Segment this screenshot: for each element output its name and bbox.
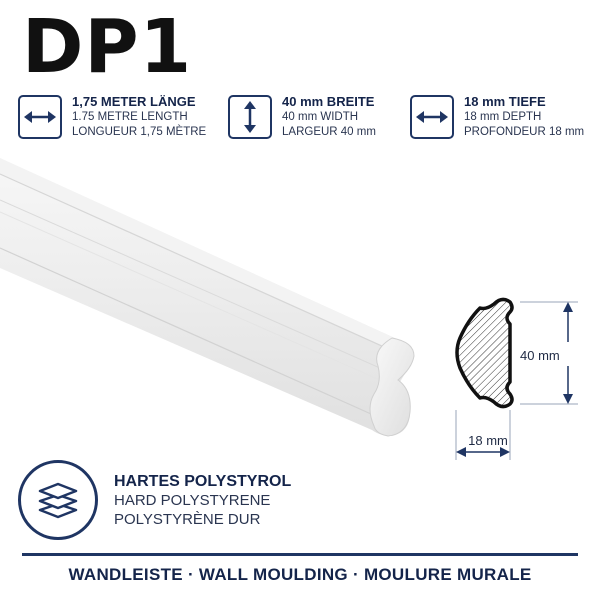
- material-fr: POLYSTYRÈNE DUR: [114, 510, 261, 528]
- spec-depth: 18 mm TIEFE 18 mm DEPTH PROFONDEUR 18 mm: [410, 93, 584, 140]
- material-en: HARD POLYSTYRENE: [114, 491, 271, 509]
- horizontal-arrow-icon: [18, 95, 62, 139]
- product-code: DP1: [22, 4, 193, 90]
- spec-width-fr: LARGEUR 40 mm: [282, 126, 376, 138]
- spec-width-en: 40 mm WIDTH: [282, 111, 359, 123]
- footer-divider: [22, 553, 578, 556]
- material-info: HARTES POLYSTYROL HARD POLYSTYRENE POLYS…: [18, 460, 291, 540]
- spec-width-main: 40 mm BREITE: [282, 94, 375, 109]
- spec-depth-main: 18 mm TIEFE: [464, 94, 546, 109]
- moulding-product-image: [0, 158, 415, 437]
- spec-length-main: 1,75 METER LÄNGE: [72, 94, 196, 109]
- spec-length-en: 1.75 METRE LENGTH: [72, 111, 188, 123]
- spec-depth-en: 18 mm DEPTH: [464, 111, 542, 123]
- spec-length: 1,75 METER LÄNGE 1.75 METRE LENGTH LONGU…: [18, 93, 206, 140]
- profile-height-label: 40 mm: [518, 348, 562, 363]
- material-main: HARTES POLYSTYROL: [114, 472, 292, 490]
- layers-icon: [18, 460, 98, 540]
- profile-cross-section: [455, 297, 578, 460]
- spec-width: 40 mm BREITE 40 mm WIDTH LARGEUR 40 mm: [228, 93, 376, 140]
- vertical-arrow-icon: [228, 95, 272, 139]
- spec-length-fr: LONGUEUR 1,75 MÈTRE: [72, 126, 207, 138]
- horizontal-arrow-icon: [410, 95, 454, 139]
- profile-depth-label: 18 mm: [468, 433, 508, 448]
- spec-depth-fr: PROFONDEUR 18 mm: [464, 126, 585, 138]
- footer-caption: WANDLEISTE · WALL MOULDING · MOULURE MUR…: [68, 565, 532, 584]
